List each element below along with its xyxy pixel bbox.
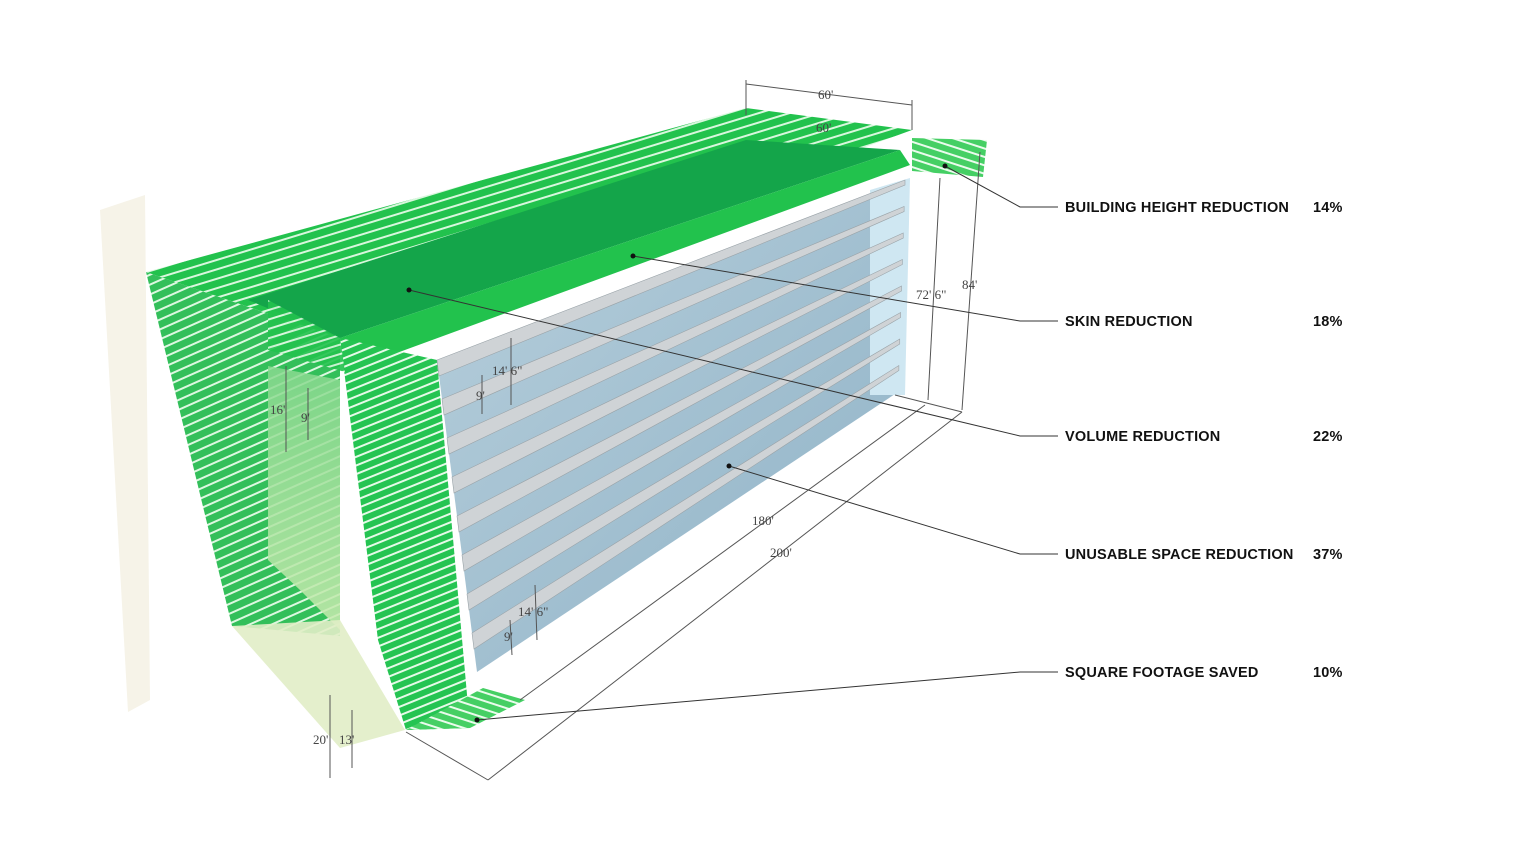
floor-slab: [441, 206, 905, 416]
floor-slab: [451, 259, 903, 494]
leader-skin: [632, 255, 1058, 322]
ghost-shadow: [100, 195, 150, 712]
metric-value-sqft: 10%: [1313, 665, 1343, 681]
dim-base-original: 20': [313, 732, 328, 747]
metric-value-unusable: 37%: [1313, 547, 1343, 563]
dim-ceiling-lower: 9': [504, 629, 513, 644]
dim-ceiling-upper: 9': [476, 388, 485, 403]
pillar-top-band: [268, 300, 345, 372]
metric-value-height: 14%: [1313, 200, 1343, 216]
floor-slab: [471, 364, 900, 650]
leader-height: [944, 165, 1058, 208]
leader-volume: [408, 289, 1058, 437]
dim-end-ceiling: 9': [301, 410, 310, 425]
dim-length-reduced: 180': [752, 513, 774, 528]
leader-unusable: [728, 465, 1058, 555]
floor-slab: [466, 338, 901, 611]
floor-slab: [461, 311, 901, 572]
leader-sqft: [476, 671, 1058, 721]
dim-height-reduced: 72' 6": [916, 287, 946, 302]
floor-slab: [436, 179, 906, 377]
floor-slab: [446, 232, 904, 455]
bottom-saved-strip: [406, 688, 525, 730]
height-reduction-swatch: [912, 138, 987, 177]
dim-floor-lower: 14' 6": [518, 604, 548, 619]
metric-label-skin: SKIN REDUCTION: [1065, 314, 1193, 330]
front-pillar: [340, 338, 470, 730]
dim-end-floor: 16': [270, 402, 285, 417]
dim-floor-upper: 14' 6": [492, 363, 522, 378]
floor-slabs: [436, 179, 906, 650]
ground-footprint: [232, 620, 405, 748]
dim-base-reduced: 13': [339, 732, 354, 747]
dim-width-outer: 60': [818, 87, 833, 102]
roof-inner-edge: [340, 150, 910, 372]
dim-length-original: 200': [770, 545, 792, 560]
dim-width-inner: 60': [816, 120, 831, 135]
metric-label-volume: VOLUME REDUCTION: [1065, 429, 1220, 445]
metric-value-volume: 22%: [1313, 429, 1343, 445]
metric-label-sqft: SQUARE FOOTAGE SAVED: [1065, 665, 1259, 681]
dim-height-original: 84': [962, 277, 977, 292]
floor-slab: [456, 285, 902, 533]
metric-value-skin: 18%: [1313, 314, 1343, 330]
metric-label-unusable: UNUSABLE SPACE REDUCTION: [1065, 547, 1294, 563]
metric-label-height: BUILDING HEIGHT REDUCTION: [1065, 200, 1289, 216]
